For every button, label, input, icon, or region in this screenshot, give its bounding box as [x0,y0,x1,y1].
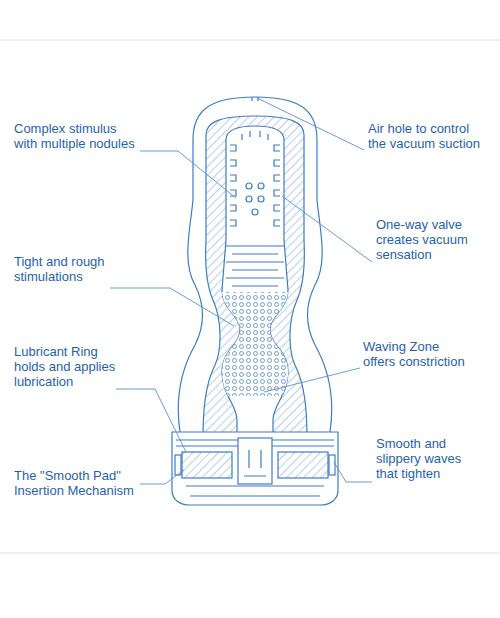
callout-label: Tight and rough stimulations [14,254,118,284]
inner-canal [222,126,288,445]
callout-label: Lubricant Ring holds and applies lubrica… [14,344,124,389]
callout-label: One-way valve creates vacuum sensation [376,217,480,262]
ridges [226,246,284,286]
leader-line [257,98,364,150]
callout-label: The "Smooth Pad" Insertion Mechanism [14,468,140,498]
top-nodules [230,131,280,226]
callout-label: Smooth and slippery waves that tighten [376,436,470,481]
callout-label: Waving Zone offers constriction [363,339,471,369]
pad-slits [244,450,266,476]
callout-label: Air hole to control the vacuum suction [368,121,486,151]
air-hole [252,97,258,101]
callout-label: Complex stimulus with multiple nodules [14,121,140,151]
side-tab [329,455,335,475]
leader-line [116,389,186,452]
leader-line [282,196,372,262]
leader-line [140,151,236,198]
base [172,432,338,505]
leader-line [334,462,372,482]
divider-line [0,40,500,41]
divider-line [0,553,500,554]
side-tab [175,455,181,475]
lubricant-ring [182,452,232,478]
lubricant-ring [278,452,328,478]
nodule-zone [222,292,288,396]
bottom-cap [186,486,324,496]
leader-line [264,368,360,392]
leader-line [140,470,184,484]
smooth-pad [238,438,272,484]
leader-line [110,288,234,326]
